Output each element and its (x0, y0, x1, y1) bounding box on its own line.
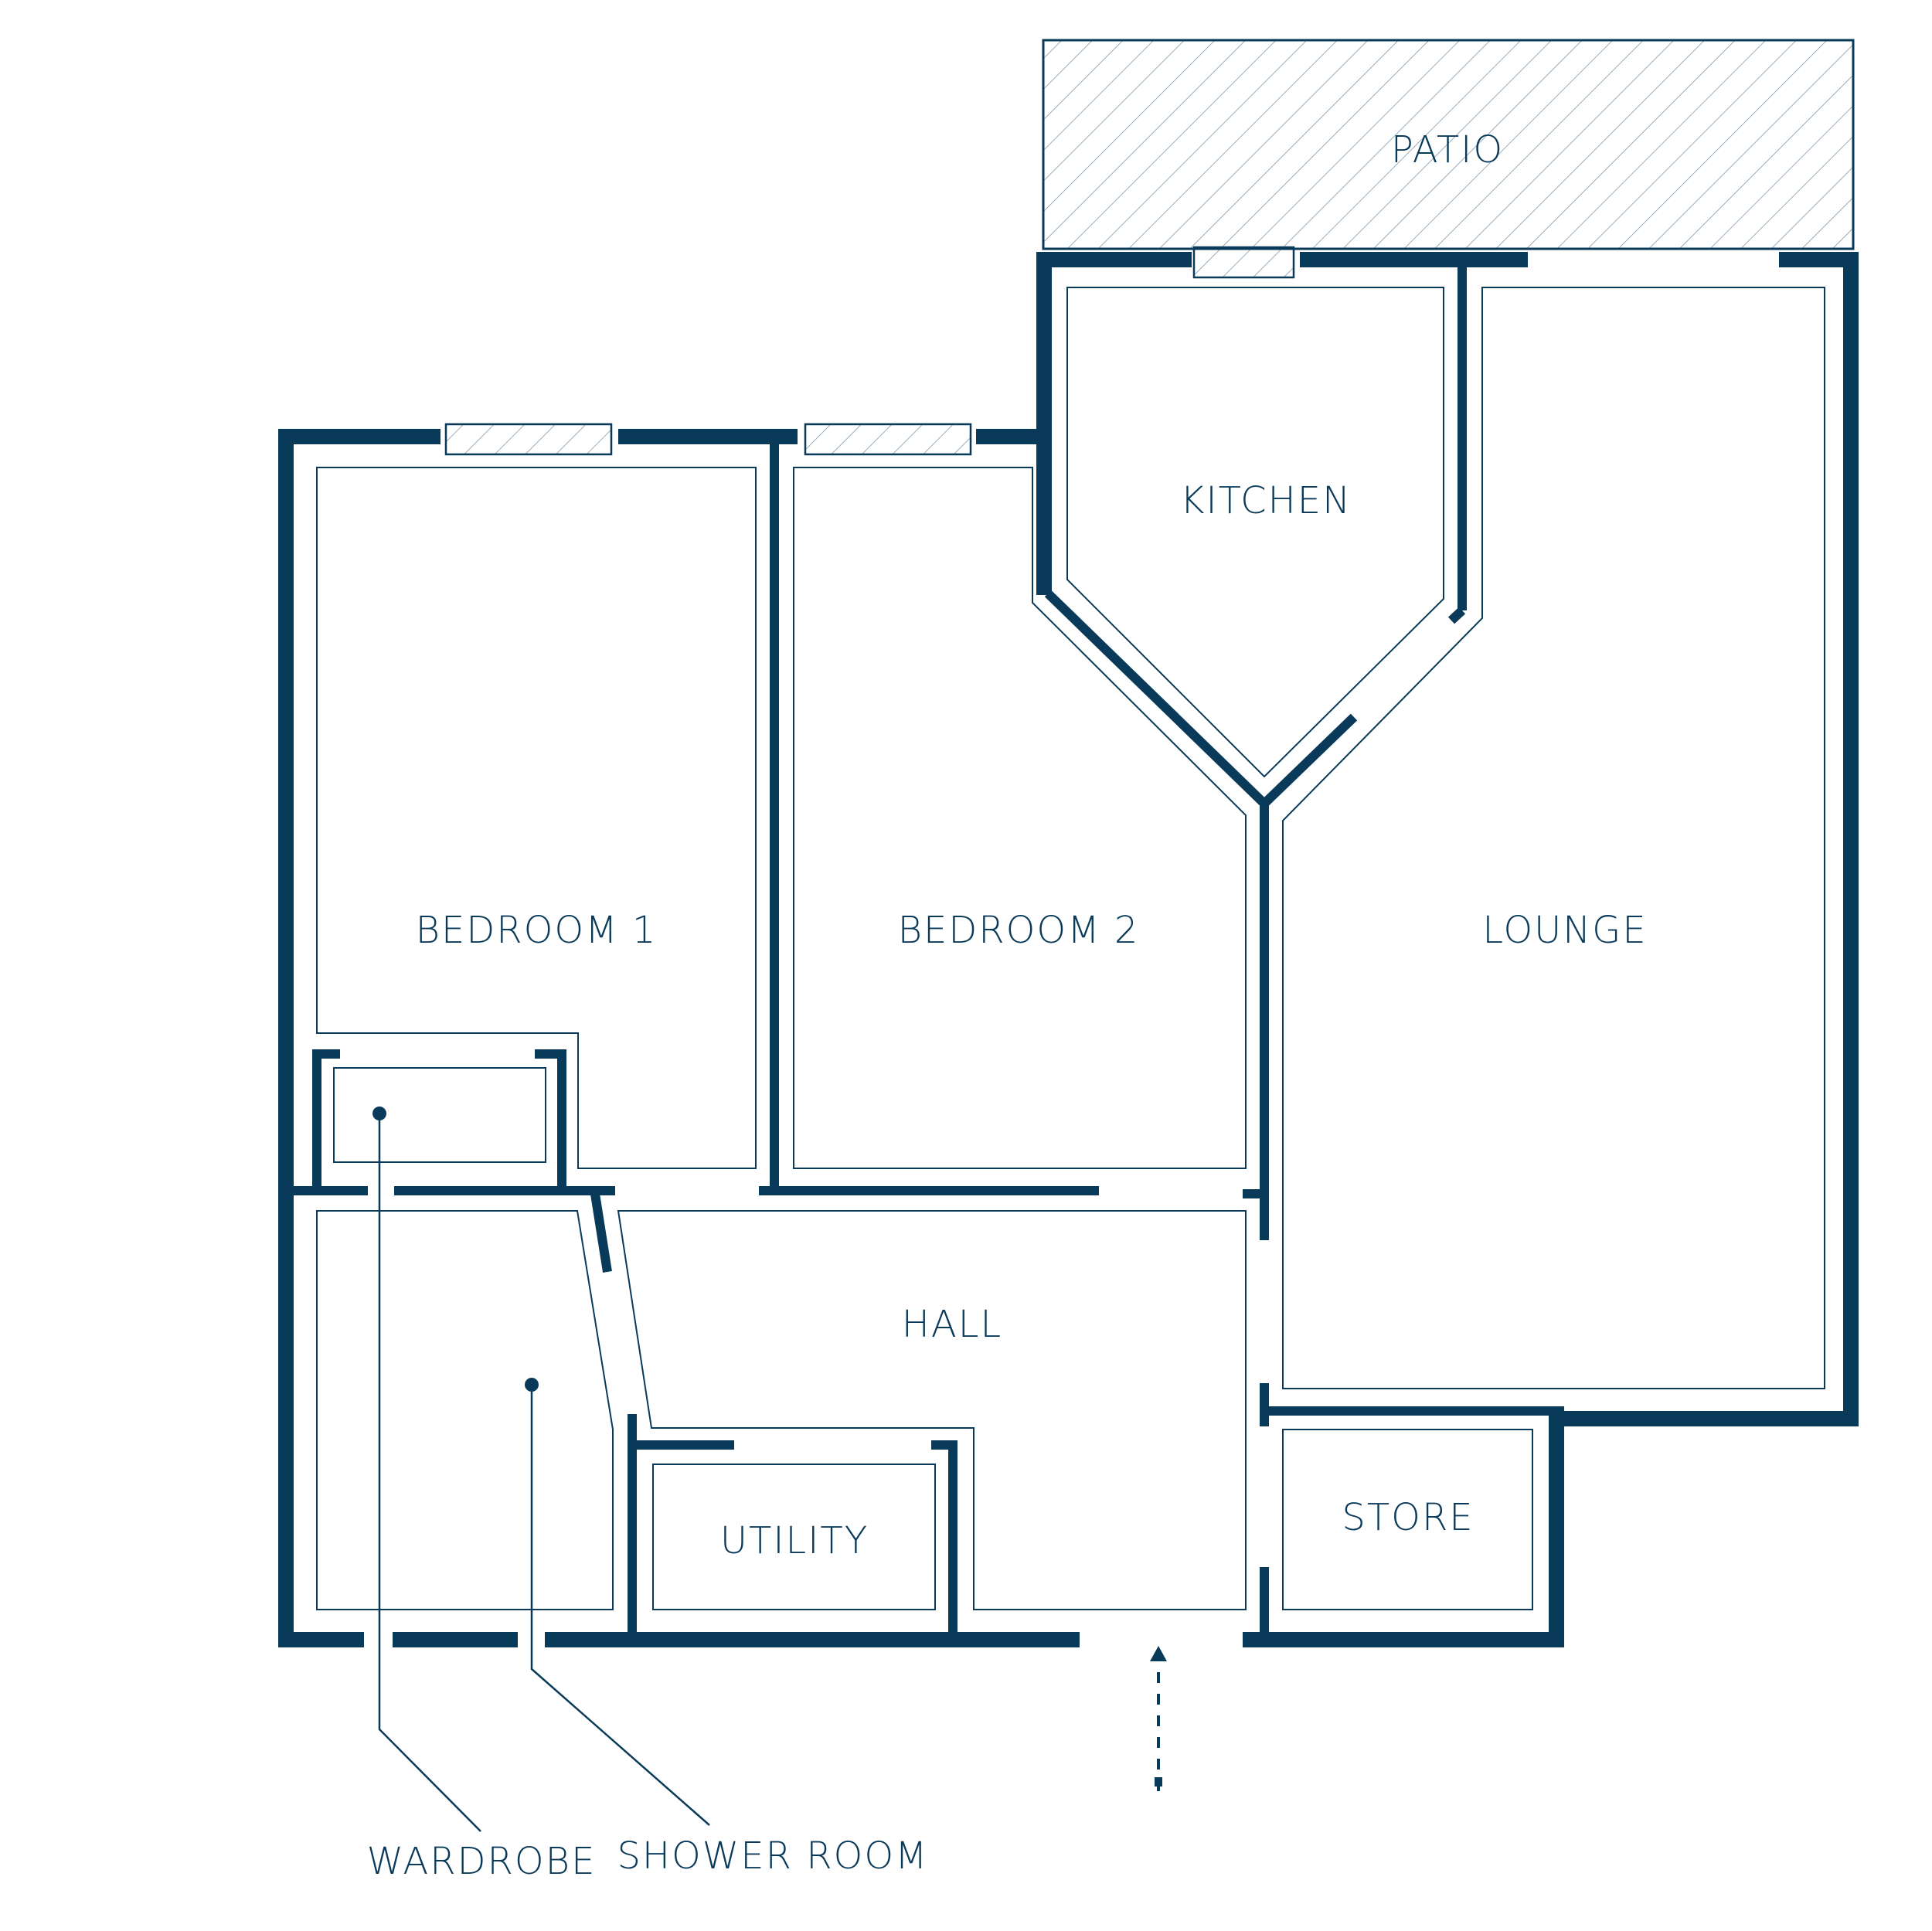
room-labels: PATIO KITCHEN BEDROOM 1 BEDROOM 2 LOUNGE… (416, 128, 1647, 1562)
wardrobe-leader (378, 1113, 481, 1832)
shower-room-outline (316, 1210, 614, 1610)
bedroom1-label: BEDROOM 1 (416, 909, 658, 952)
bedroom2-outline (793, 467, 1247, 1169)
bedroom1-outline (316, 467, 757, 1169)
shower-room-dot-icon (525, 1378, 539, 1392)
shower-room-callout-label: SHOWER ROOM (617, 1834, 928, 1878)
walls (278, 252, 1859, 1647)
kitchen-label: KITCHEN (1180, 479, 1352, 522)
wardrobe-outline (333, 1067, 546, 1163)
windows (444, 246, 1295, 456)
window-bedroom1 (444, 423, 613, 456)
kitchen-outline (1066, 287, 1444, 778)
bedroom2-label: BEDROOM 2 (898, 909, 1140, 952)
utility-outline (652, 1464, 936, 1610)
store-outline (1282, 1429, 1533, 1610)
callouts (378, 1113, 710, 1832)
shower-room-leader (530, 1385, 710, 1826)
room-outlines (316, 287, 1825, 1610)
patio-label: PATIO (1391, 128, 1504, 172)
internal-walls (294, 267, 1564, 1647)
entrance-arrow-icon (1150, 1646, 1167, 1791)
window-bedroom2 (804, 423, 972, 456)
window-kitchen (1192, 246, 1295, 279)
patio (1042, 39, 1855, 250)
lounge-label: LOUNGE (1482, 909, 1647, 952)
hall-label: HALL (902, 1303, 1002, 1346)
wardrobe-dot-icon (372, 1107, 386, 1120)
wardrobe-callout-label: WARDROBE (367, 1840, 597, 1883)
store-label: STORE (1342, 1496, 1474, 1539)
lounge-outline (1282, 287, 1825, 1389)
hall-outline (617, 1210, 1247, 1610)
utility-label: UTILITY (720, 1519, 869, 1562)
